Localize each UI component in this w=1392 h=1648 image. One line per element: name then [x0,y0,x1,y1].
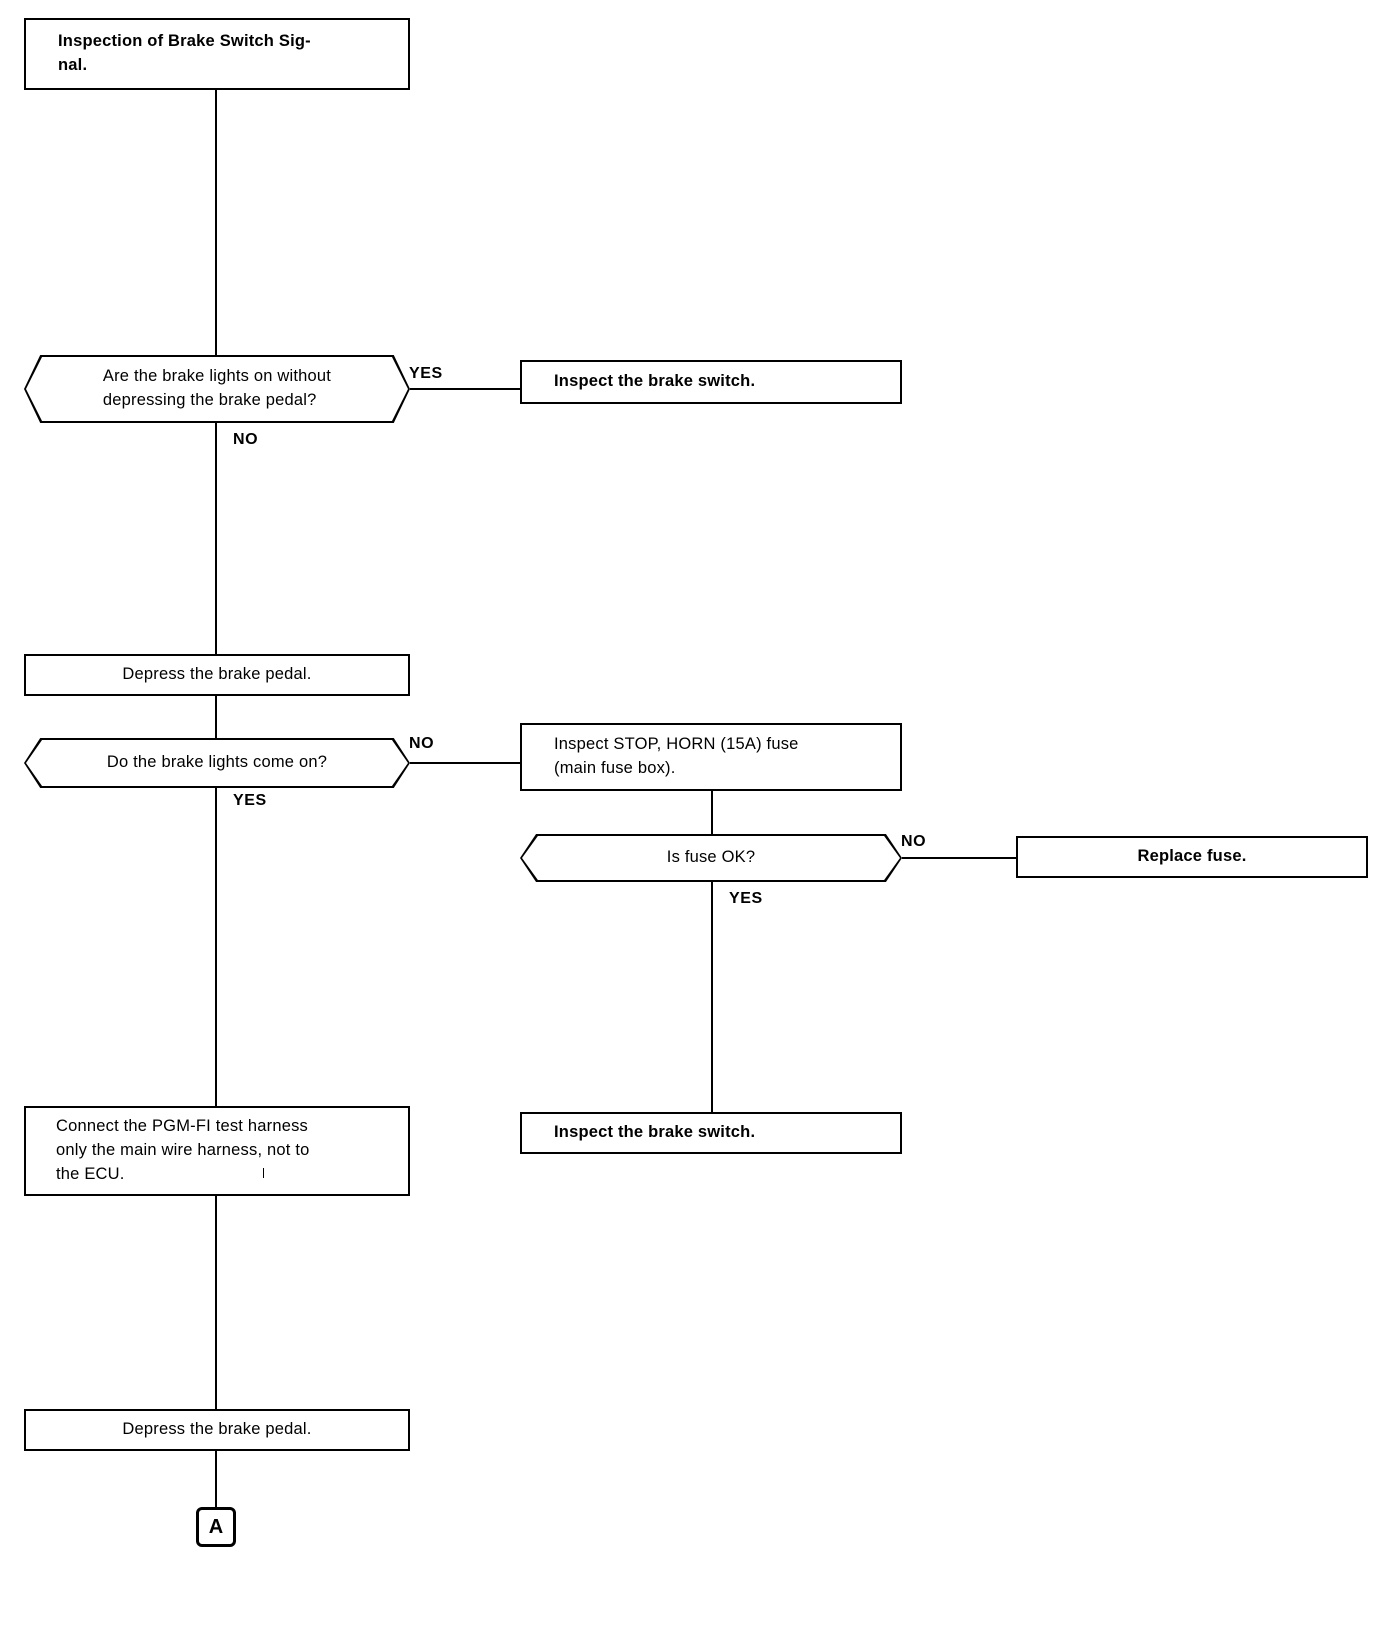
connector-connect-harness-to-depress2 [215,1196,217,1409]
node-replace-fuse: Replace fuse. [1016,836,1368,878]
node-title-box: Inspection of Brake Switch Sig- nal. [24,18,410,90]
off-page-connector-a-label: A [208,1516,224,1538]
node-inspect-fuse-label: Inspect STOP, HORN (15A) fuse (main fuse… [554,735,799,777]
node-inspect-switch-top-label: Inspect the brake switch. [554,372,756,391]
branch-label-decision1-yes: YES [409,365,443,382]
node-inspect-switch-bottom-label: Inspect the brake switch. [554,1123,756,1142]
connector-title-to-decision1 [215,90,217,355]
node-decision-fuse-ok: Is fuse OK? [520,834,902,882]
node-decision-lights-on-without-pedal-label: Are the brake lights on without depressi… [102,367,332,409]
node-depress-pedal-2-label: Depress the brake pedal. [122,1420,312,1439]
branch-label-decision2-no: NO [409,735,435,752]
connector-depress1-to-decision2 [215,696,217,738]
scan-artifact-tick [263,1168,264,1178]
branch-label-decision2-yes: YES [233,792,267,809]
node-inspect-fuse: Inspect STOP, HORN (15A) fuse (main fuse… [520,723,902,791]
node-connect-harness: Connect the PGM-FI test harness only the… [24,1106,410,1196]
node-decision-lights-on-without-pedal: Are the brake lights on without depressi… [24,355,410,423]
branch-label-decision-fuse-ok-no: NO [901,833,927,850]
node-decision-lights-come-on: Do the brake lights come on? [24,738,410,788]
node-title-box-label: Inspection of Brake Switch Sig- nal. [58,32,311,74]
node-depress-pedal-1: Depress the brake pedal. [24,654,410,696]
node-inspect-switch-top: Inspect the brake switch. [520,360,902,404]
node-decision-lights-come-on-label: Do the brake lights come on? [106,753,328,772]
connector-decision2-yes-to-connect-harness [215,788,217,1106]
connector-depress2-to-connector-a [215,1451,217,1507]
node-inspect-switch-bottom: Inspect the brake switch. [520,1112,902,1154]
branch-label-decision1-no: NO [233,431,259,448]
off-page-connector-a: A [196,1507,236,1547]
connector-decision2-no-to-inspect-fuse [410,762,520,764]
connector-decision-fuse-ok-no-to-replace [902,857,1016,859]
connector-inspect-fuse-to-decision-fuse-ok [711,791,713,834]
connector-decision1-yes-to-inspect-switch [410,388,520,390]
node-replace-fuse-label: Replace fuse. [1137,847,1247,866]
branch-label-decision-fuse-ok-yes: YES [729,890,763,907]
connector-decision1-no-to-depress-pedal [215,423,217,654]
connector-decision-fuse-ok-yes-to-inspect-switch [711,882,713,1112]
node-decision-fuse-ok-label: Is fuse OK? [666,848,756,867]
node-depress-pedal-2: Depress the brake pedal. [24,1409,410,1451]
node-connect-harness-label: Connect the PGM-FI test harness only the… [56,1117,310,1183]
node-depress-pedal-1-label: Depress the brake pedal. [122,665,312,684]
